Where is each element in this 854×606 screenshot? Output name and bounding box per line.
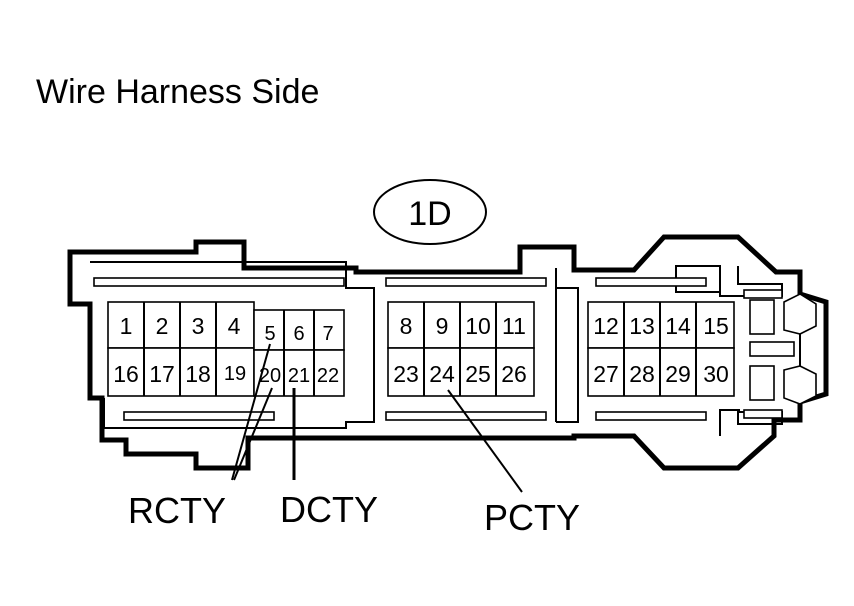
pin-20: 20 (259, 365, 281, 387)
pin-27: 27 (593, 361, 619, 387)
pin-4: 4 (228, 313, 241, 339)
pin-19: 19 (224, 363, 246, 385)
pin-1: 1 (120, 313, 133, 339)
connector-id-label: 1D (408, 195, 451, 233)
pin-21: 21 (288, 365, 310, 387)
pin-28: 28 (629, 361, 655, 387)
pin-5: 5 (264, 323, 275, 345)
housing-inner-right (675, 265, 801, 425)
connector-id-ellipse (373, 179, 487, 245)
pin-3: 3 (192, 313, 205, 339)
pin-23: 23 (393, 361, 419, 387)
pin-13: 13 (629, 313, 655, 339)
pin-25: 25 (465, 361, 491, 387)
pin-8: 8 (400, 313, 413, 339)
signal-label-dcty: DCTY (280, 489, 378, 530)
pin-block-middle (387, 301, 535, 397)
pin-block-right (587, 301, 735, 397)
pin-15: 15 (703, 313, 729, 339)
pin-24: 24 (429, 361, 455, 387)
connector-housing (67, 234, 829, 471)
diagram-title: Wire Harness Side (36, 73, 319, 111)
pin-6: 6 (293, 323, 304, 345)
right-pockets (749, 293, 817, 405)
pin-16: 16 (113, 361, 139, 387)
pin-block-left (107, 301, 345, 397)
pin-18: 18 (185, 361, 211, 387)
pin-26: 26 (501, 361, 527, 387)
leader-lines (231, 343, 523, 493)
pin-9: 9 (436, 313, 449, 339)
signal-label-rcty: RCTY (128, 490, 226, 531)
pin-30: 30 (703, 361, 729, 387)
pin-14: 14 (665, 313, 691, 339)
signal-label-pcty: PCTY (484, 497, 580, 538)
pin-10: 10 (465, 313, 491, 339)
pin-29: 29 (665, 361, 691, 387)
pin-7: 7 (322, 323, 333, 345)
pin-12: 12 (593, 313, 619, 339)
pin-2: 2 (156, 313, 169, 339)
pin-22: 22 (317, 365, 339, 387)
pin-17: 17 (149, 361, 175, 387)
housing-inner-outline (90, 261, 740, 436)
pin-11: 11 (502, 313, 526, 339)
